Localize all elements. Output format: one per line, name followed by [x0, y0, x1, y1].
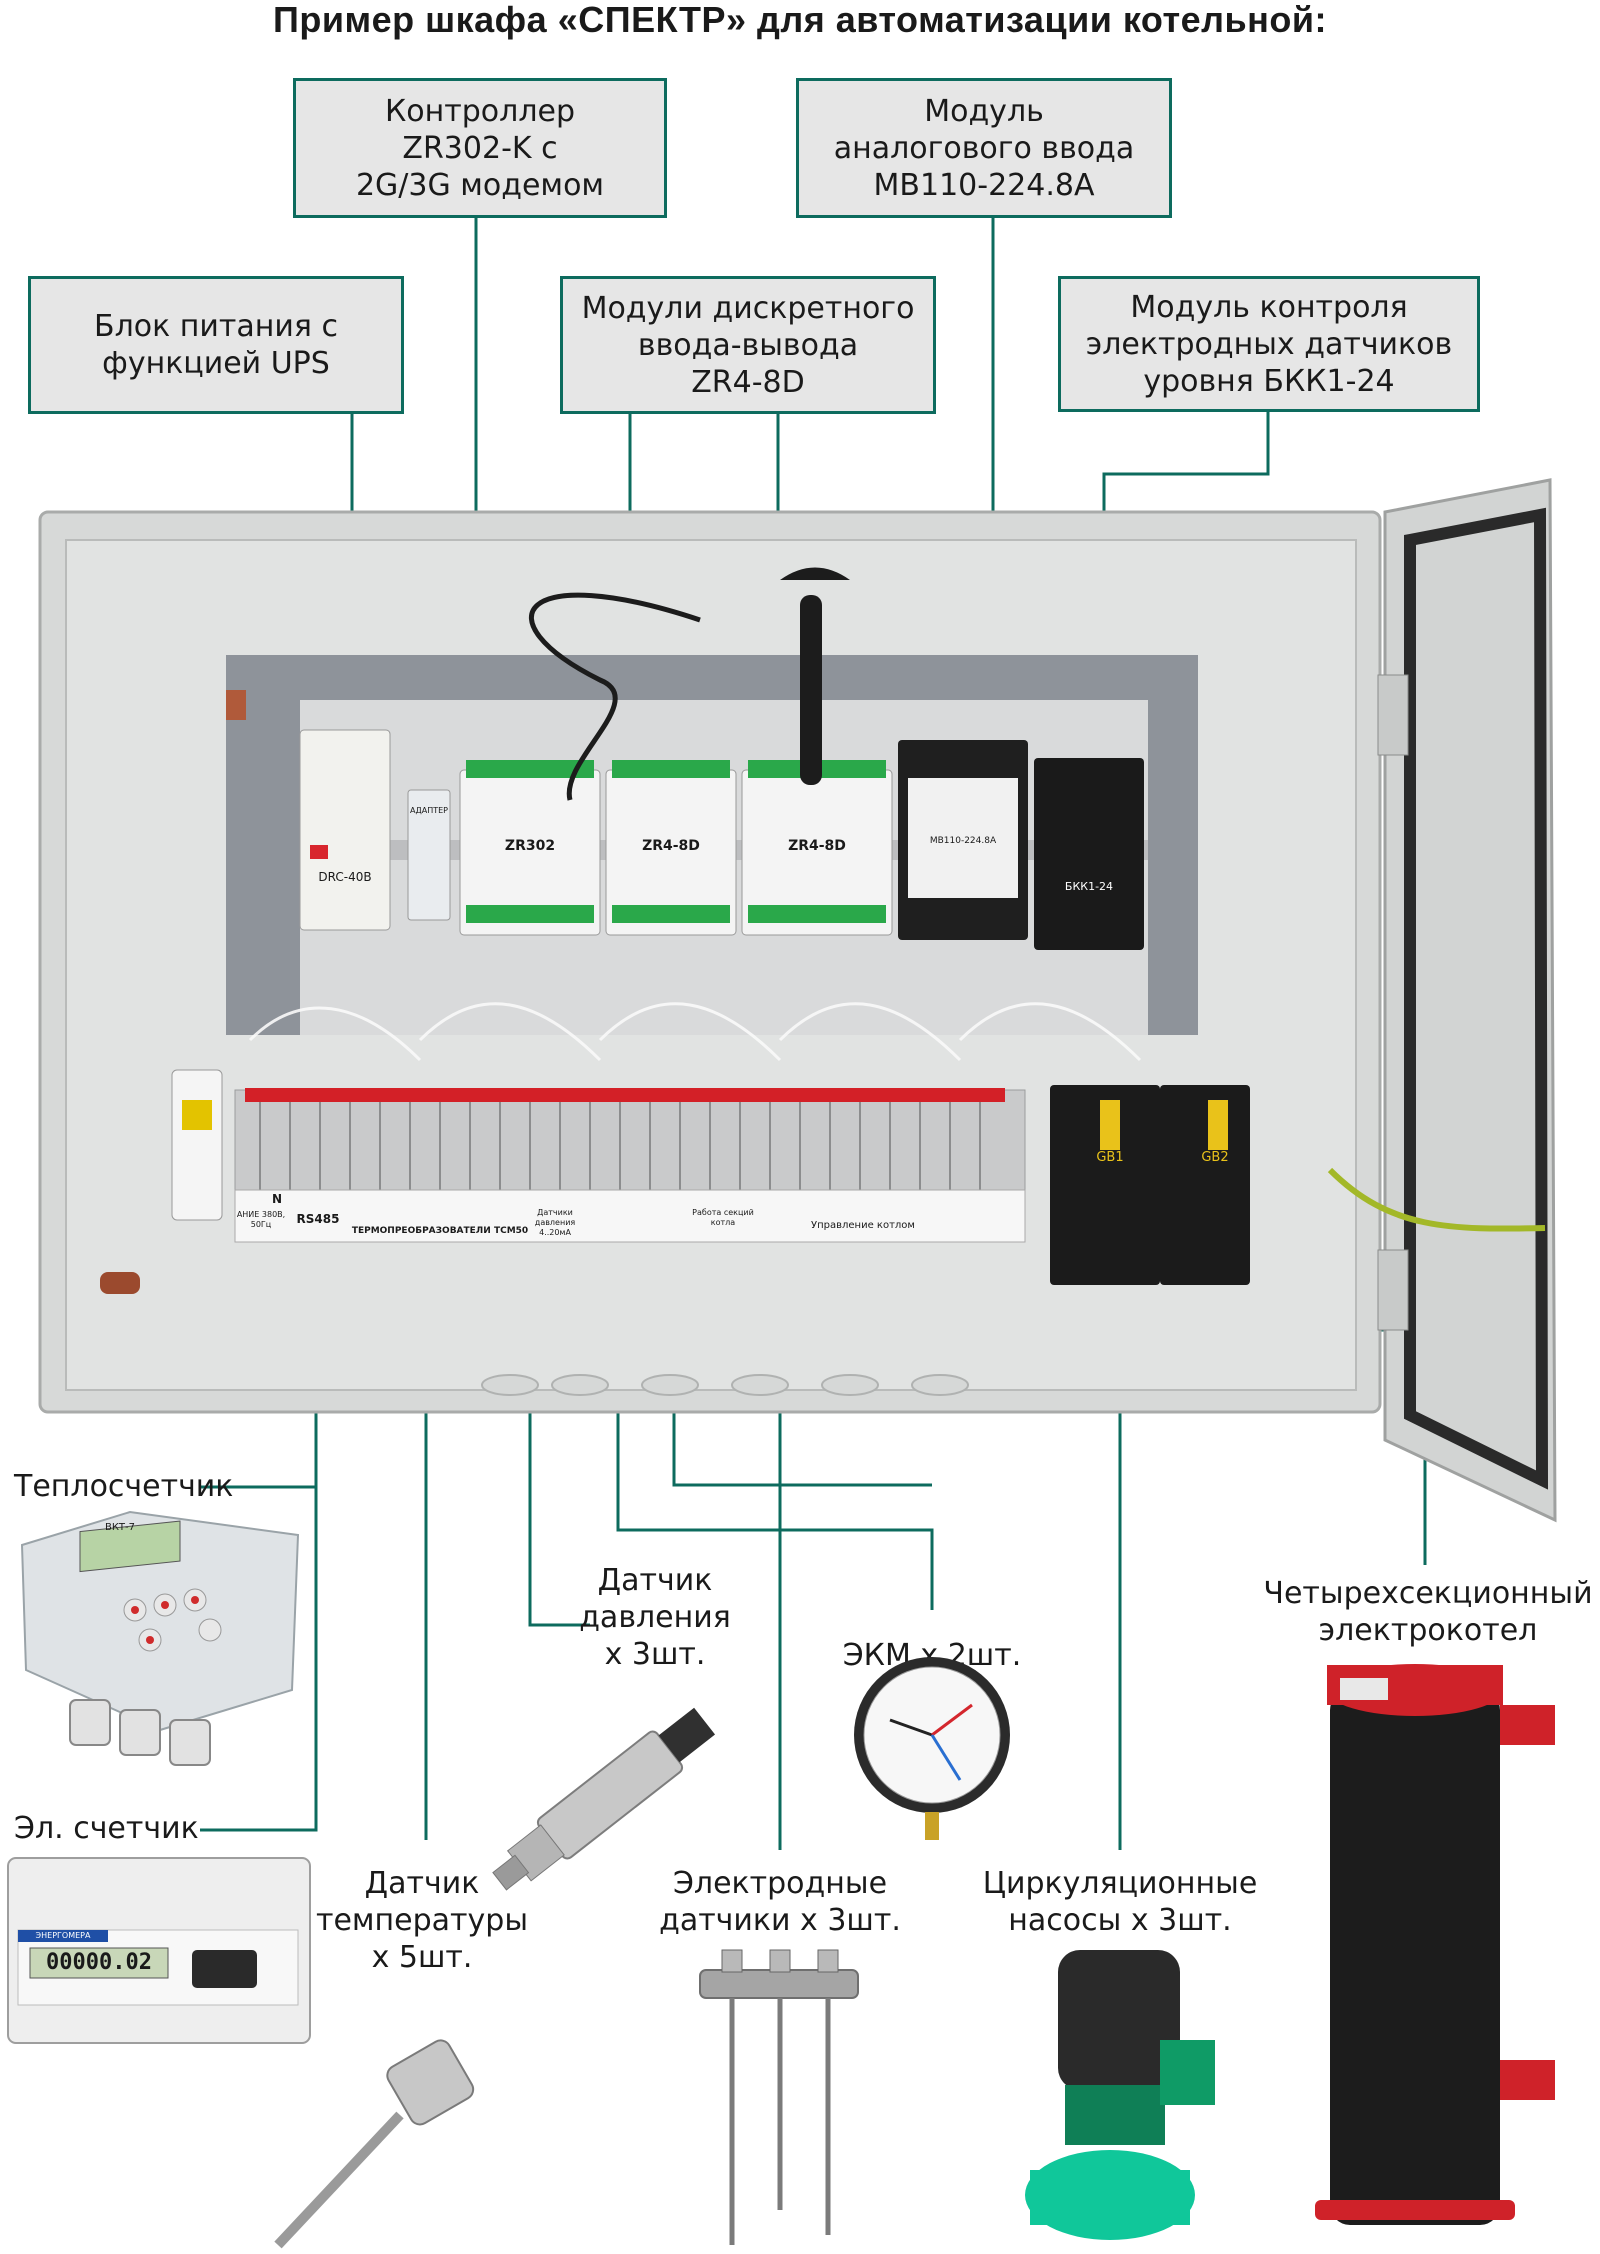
- line-boiler: [725, 1245, 1427, 1565]
- label-pumps: Циркуляционные насосы х 3шт.: [982, 1866, 1258, 1938]
- label-boiler: Четырехсекционный электрокотел: [1263, 1576, 1593, 1648]
- el-meter-reading: 00000.02: [46, 1950, 152, 1975]
- psu-module-label: DRC-40B: [318, 870, 372, 884]
- label-el-meter: Эл. счетчик: [14, 1811, 199, 1846]
- mv110-module-label: МВ110-224.8А: [929, 836, 997, 846]
- adapter-module-label: АДАПТЕР: [410, 806, 448, 815]
- battery-label-gb2: GB2: [1201, 1150, 1229, 1165]
- zr302-module-label: ZR302: [504, 838, 556, 854]
- callout-analog: Модуль аналогового ввода МВ110-224.8А: [796, 78, 1172, 218]
- battery-label-gb1: GB1: [1096, 1150, 1124, 1165]
- zr4-a-module-label: ZR4-8D: [642, 838, 700, 854]
- page-title: Пример шкафа «СПЕКТР» для автоматизации …: [272, 0, 1327, 40]
- bkk-module-label: БКК1-24: [1064, 880, 1114, 893]
- line-ekm-b: [672, 1245, 932, 1487]
- line-heat-el-meter: [200, 1245, 318, 1832]
- callout-controller: Контроллер ZR302-K с 2G/3G модемом: [293, 78, 667, 218]
- label-electrodes: Электродные датчики х 3шт.: [659, 1866, 901, 1938]
- terminal-tcm: ТЕРМОПРЕОБРАЗОВАТЕЛИ ТСМ50: [351, 1226, 529, 1236]
- line-pumps-b: [972, 1245, 1122, 1850]
- label-ekm: ЭКМ х 2шт.: [842, 1638, 1022, 1673]
- terminal-power: АНИЕ 380В, 50Гц: [236, 1210, 286, 1229]
- callout-level: Модуль контроля электродных датчиков уро…: [1058, 276, 1480, 412]
- el-meter-brand: ЭНЕРГОМЕРА: [35, 1931, 91, 1940]
- terminal-pressure: Датчики давления 4..20мА: [534, 1208, 576, 1237]
- label-pressure: Датчик давления х 3шт.: [579, 1563, 731, 1672]
- terminal-n: N: [271, 1192, 283, 1206]
- line-level: [1102, 412, 1270, 800]
- label-temperature: Датчик температуры х 5шт.: [315, 1866, 529, 1975]
- line-ekm-a: [616, 1245, 934, 1610]
- heat-meter-model: ВКТ-7: [104, 1522, 136, 1533]
- zr4-b-module-label: ZR4-8D: [788, 838, 846, 854]
- label-heat-meter: Теплосчетчик: [14, 1469, 234, 1504]
- callout-discrete: Модули дискретного ввода-вывода ZR4-8D: [560, 276, 936, 414]
- terminal-rs485: RS485: [296, 1212, 340, 1226]
- terminal-sections: Работа секций котла: [692, 1208, 754, 1227]
- terminal-boiler-ctrl: Управление котлом: [811, 1220, 915, 1231]
- callout-psu: Блок питания с функцией UPS: [28, 276, 404, 414]
